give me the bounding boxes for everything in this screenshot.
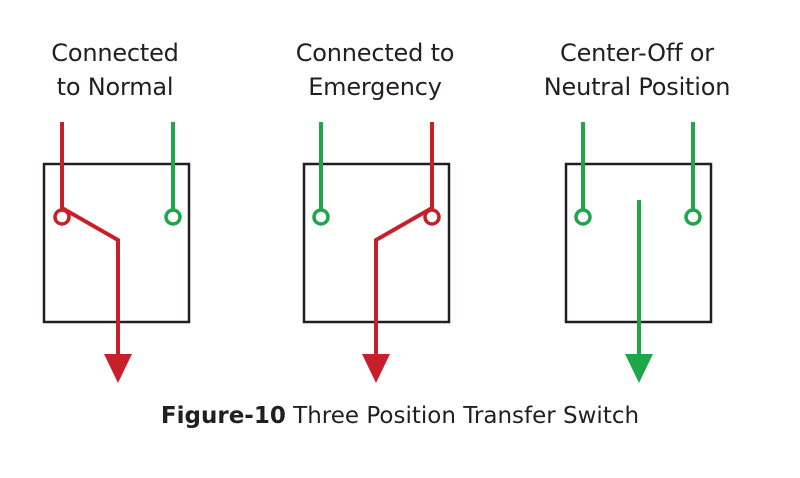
switch-panel-emergency <box>302 122 451 383</box>
load-arrow <box>104 354 132 383</box>
panel-label-neutral: Center-Off or Neutral Position <box>527 36 747 104</box>
figure-number: Figure-10 <box>160 403 286 429</box>
panel-label-line2: Neutral Position <box>543 73 731 101</box>
switch-panel-neutral <box>564 122 713 383</box>
normal-source-blade <box>60 122 120 356</box>
panel-label-emergency: Connected to Emergency <box>265 36 485 104</box>
panel-label-line1: Center-Off or <box>560 39 714 67</box>
panel-label-line2: Emergency <box>308 73 442 101</box>
emergency-contact <box>164 208 182 226</box>
emergency-contact <box>423 208 441 226</box>
panel-label-line1: Connected to <box>295 39 455 67</box>
normal-contact <box>53 208 71 226</box>
normal-contact <box>312 208 330 226</box>
figure-title: Three Position Transfer Switch <box>285 403 640 429</box>
load-arrow <box>362 354 390 383</box>
figure-caption: Figure-10 Three Position Transfer Switch <box>0 403 800 429</box>
normal-contact <box>574 208 592 226</box>
emergency-contact <box>684 208 702 226</box>
switch-panel-normal <box>42 122 191 383</box>
panel-label-line2: to Normal <box>56 73 174 101</box>
load-arrow <box>625 354 653 383</box>
panel-label-line1: Connected <box>51 39 179 67</box>
panel-label-normal: Connected to Normal <box>5 36 225 104</box>
emergency-source-blade <box>374 122 434 356</box>
